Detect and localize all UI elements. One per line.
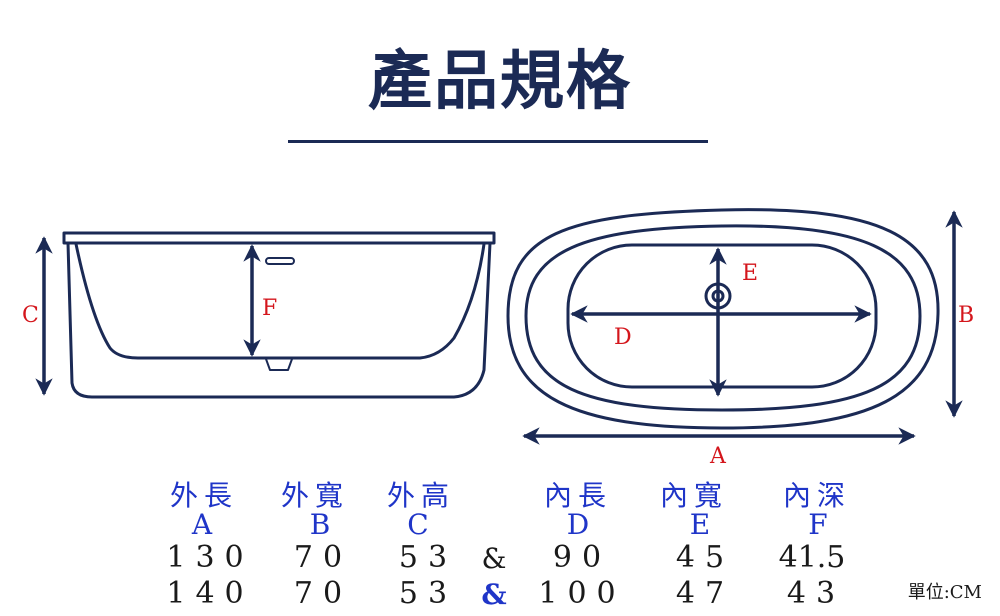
label-f: F	[262, 296, 277, 321]
top-view	[506, 208, 940, 430]
tub-outer-rim	[506, 208, 940, 430]
overflow-slot	[265, 257, 295, 265]
side-view	[62, 231, 496, 399]
label-c: C	[22, 303, 39, 328]
label-d: D	[614, 325, 632, 350]
unit-note: 單位:CM	[907, 582, 982, 603]
label-b: B	[958, 303, 974, 328]
tub-inner-basin	[74, 243, 486, 360]
tub-basin-floor	[566, 243, 878, 389]
label-a: A	[709, 444, 727, 469]
tub-outer-shell	[66, 242, 492, 399]
title-underline	[288, 140, 708, 143]
tub-drain	[265, 358, 293, 371]
label-e: E	[742, 261, 758, 286]
page-title: 產品規格	[368, 45, 632, 119]
tub-middle-rim	[524, 224, 922, 412]
tub-rim	[62, 231, 496, 245]
